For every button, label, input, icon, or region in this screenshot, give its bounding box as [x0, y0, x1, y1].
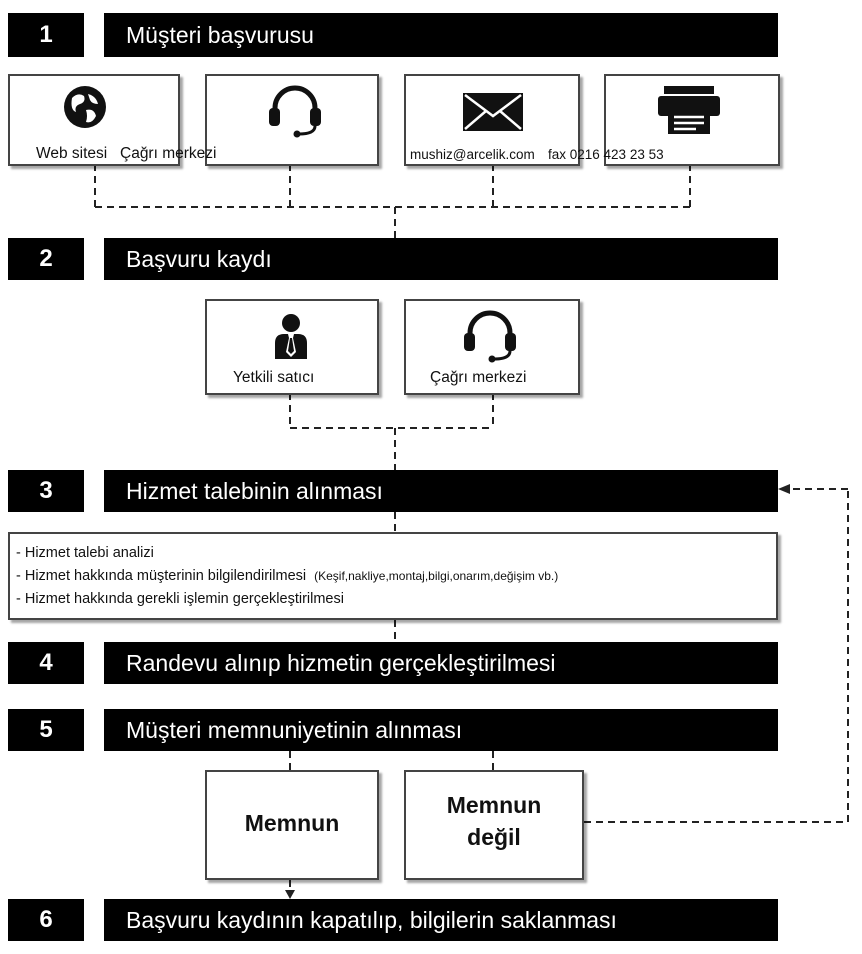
- call-center-label: Çağrı merkezi: [120, 145, 217, 162]
- step-3-number: 3: [8, 470, 84, 512]
- channel-web-box: [8, 74, 180, 166]
- dealer-label: Yetkili satıcı: [233, 369, 315, 386]
- envelope-icon: [463, 93, 523, 131]
- unsatisfied-label-line2: değil: [467, 824, 521, 850]
- task-items: - Hizmet talebi analizi - Hizmet hakkınd…: [16, 542, 558, 611]
- step-2-number: 2: [8, 238, 84, 280]
- satisfied-label: Memnun: [244, 810, 340, 836]
- channel-call-box: [205, 74, 379, 166]
- web-label: Web sitesi: [36, 145, 108, 162]
- task-item: - Hizmet hakkında müşterinin bilgilendir…: [16, 565, 558, 588]
- channel-fax-box: [604, 74, 780, 166]
- fax-label: fax 0216 423 23 53: [548, 147, 664, 162]
- step-5-title: Müşteri memnuniyetinin alınması: [104, 709, 778, 751]
- globe-icon: [64, 86, 106, 128]
- headset-icon: [269, 85, 321, 138]
- unsatisfied-label-line1: Memnun: [446, 792, 542, 818]
- task-item: - Hizmet hakkında gerekli işlemin gerçek…: [16, 591, 344, 607]
- task-item: - Hizmet talebi analizi: [16, 545, 154, 561]
- result-unsatisfied-box: Memnun değil: [404, 770, 584, 880]
- headset-icon: [464, 310, 516, 363]
- step-4-number: 4: [8, 642, 84, 684]
- task-item-note: (Keşif,nakliye,montaj,bilgi,onarım,değiş…: [314, 569, 559, 583]
- email-label: mushiz@arcelik.com: [410, 147, 535, 162]
- step-1-number: 1: [8, 13, 84, 57]
- step-3-title: Hizmet talebinin alınması: [104, 470, 778, 512]
- step-5-number: 5: [8, 709, 84, 751]
- person-icon: [275, 314, 307, 359]
- channel-mail-box: [404, 74, 580, 166]
- step-1-title: Müşteri başvurusu: [104, 13, 778, 57]
- registration-dealer-box: Yetkili satıcı: [205, 299, 379, 395]
- step-4-title: Randevu alınıp hizmetin gerçekleştirilme…: [104, 642, 778, 684]
- fax-icon: [658, 86, 720, 134]
- step-6-number: 6: [8, 899, 84, 941]
- registration-call-box: Çağrı merkezi: [404, 299, 580, 395]
- result-satisfied-box: Memnun: [205, 770, 379, 880]
- step-2-title: Başvuru kaydı: [104, 238, 778, 280]
- registration-call-label: Çağrı merkezi: [430, 369, 527, 386]
- service-task-list: - Hizmet talebi analizi - Hizmet hakkınd…: [8, 532, 778, 620]
- step-6-title: Başvuru kaydının kapatılıp, bilgilerin s…: [104, 899, 778, 941]
- task-item-text: - Hizmet hakkında müşterinin bilgilendir…: [16, 568, 307, 584]
